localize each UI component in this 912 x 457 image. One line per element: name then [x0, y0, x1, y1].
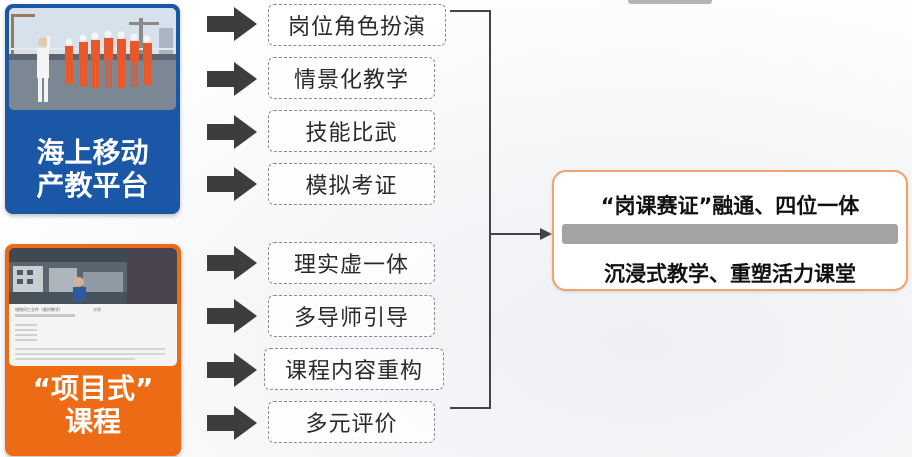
connector-arrowhead-icon — [540, 228, 552, 240]
block-arrow-right-icon — [207, 7, 257, 41]
project-course-title-line1: “项目式” — [32, 372, 154, 405]
block-arrow-right-icon — [207, 406, 257, 440]
mobile-platform-title-line2: 产教平台 — [36, 169, 149, 203]
bracket-connector — [450, 10, 552, 409]
mobile-platform-panel: 海上移动 产教平台 — [5, 4, 180, 214]
course-screenshot-illustration — [9, 248, 177, 360]
course-screenshot-header: 储物间工业件（临时教学） — [15, 307, 63, 312]
result-line-2: 沉浸式教学、重塑活力课堂 — [604, 262, 856, 286]
method-multi-mentor: 多导师引导 — [268, 295, 435, 337]
ship-deck-illustration — [9, 8, 176, 110]
method-content-restructure: 课程内容重构 — [264, 348, 444, 390]
top-partial-bar — [628, 0, 712, 4]
ship-deck-photo — [9, 8, 176, 110]
method-mock-certification: 模拟考证 — [268, 163, 435, 205]
method-skills-competition: 技能比武 — [268, 110, 435, 152]
officer-figure — [37, 36, 50, 102]
course-screenshot: 储物间工业件（临时教学） 详情 — [9, 248, 177, 366]
block-arrow-right-icon — [207, 246, 257, 280]
result-box: “岗课赛证”融通、四位一体 沉浸式教学、重塑活力课堂 — [552, 170, 908, 291]
method-situational-teaching: 情景化教学 — [268, 57, 435, 99]
method-theory-practice-virtual: 理实虚一体 — [268, 242, 435, 284]
block-arrow-right-icon — [207, 167, 257, 201]
project-course-title-line2: 课程 — [64, 405, 121, 439]
block-arrow-right-icon — [207, 299, 257, 333]
course-screenshot-tag: 详情 — [93, 307, 101, 312]
result-line-1: “岗课赛证”融通、四位一体 — [600, 194, 860, 218]
block-arrow-right-icon — [207, 353, 257, 387]
method-role-play: 岗位角色扮演 — [268, 4, 446, 46]
project-course-panel: 储物间工业件（临时教学） 详情 “项目式” 课程 — [5, 244, 181, 456]
result-divider-bar — [562, 224, 898, 244]
block-arrow-right-icon — [207, 115, 257, 149]
block-arrow-right-icon — [207, 62, 257, 96]
method-diverse-evaluation: 多元评价 — [268, 401, 435, 443]
project-course-title: “项目式” 课程 — [5, 372, 181, 438]
mobile-platform-title-line1: 海上移动 — [36, 136, 149, 169]
mobile-platform-title: 海上移动 产教平台 — [5, 136, 180, 202]
